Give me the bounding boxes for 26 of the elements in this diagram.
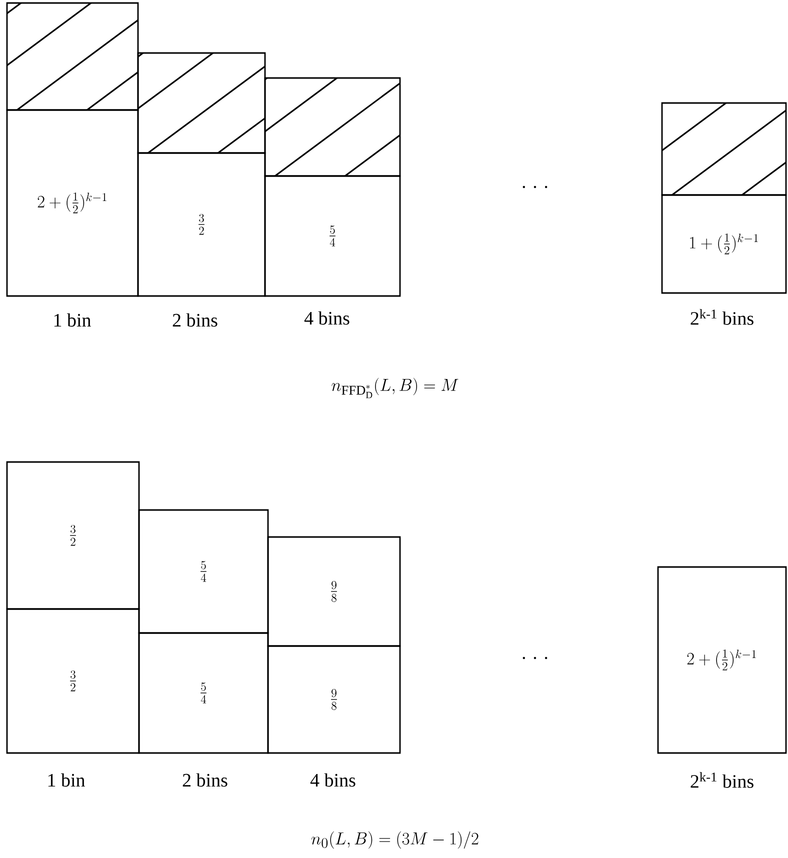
bin-box: $\tfrac{9}{8}$ (267, 536, 401, 647)
bin-count-label: 1 bin (48, 773, 85, 787)
caption-formula: $n_{\mathrm{FFD}^{*}_{\mathrm{D}}}(L,B)=M$ (332, 378, 458, 398)
hatched-box (264, 77, 401, 177)
bin-count-label: 2$^{k-1}$ bins (690, 772, 754, 788)
bin-count-label: 2 bins (172, 313, 218, 327)
bin-box: $\tfrac{5}{4}$ (138, 509, 269, 634)
bin-count-label: 1 bin (54, 313, 91, 327)
bin-count-label: 4 bins (310, 773, 356, 787)
hatched-box (661, 102, 787, 196)
hatched-box (137, 52, 266, 154)
caption-formula: $n_0(L,B)=(3M-1)/2$ (311, 831, 478, 849)
bin-count-label: 2 bins (182, 773, 228, 787)
bin-box: $1+(\tfrac{1}{2})^{k-1}$ (661, 194, 787, 294)
hatched-box (6, 2, 139, 111)
bin-box: $\tfrac{9}{8}$ (267, 645, 401, 754)
bin-count-label: 4 bins (304, 311, 350, 325)
bin-box: $2+(\tfrac{1}{2})^{k-1}$ (6, 109, 139, 297)
ellipsis: . . . (522, 186, 548, 188)
bin-box: $\tfrac{3}{2}$ (6, 461, 140, 610)
ellipsis: . . . (522, 656, 548, 660)
bin-box: $2+(\tfrac{1}{2})^{k-1}$ (657, 566, 787, 754)
bin-box: $\tfrac{3}{2}$ (6, 608, 140, 754)
bin-box: $\tfrac{3}{2}$ (137, 152, 266, 297)
bin-box: $\tfrac{5}{4}$ (264, 175, 401, 297)
bin-box: $\tfrac{5}{4}$ (138, 632, 269, 754)
